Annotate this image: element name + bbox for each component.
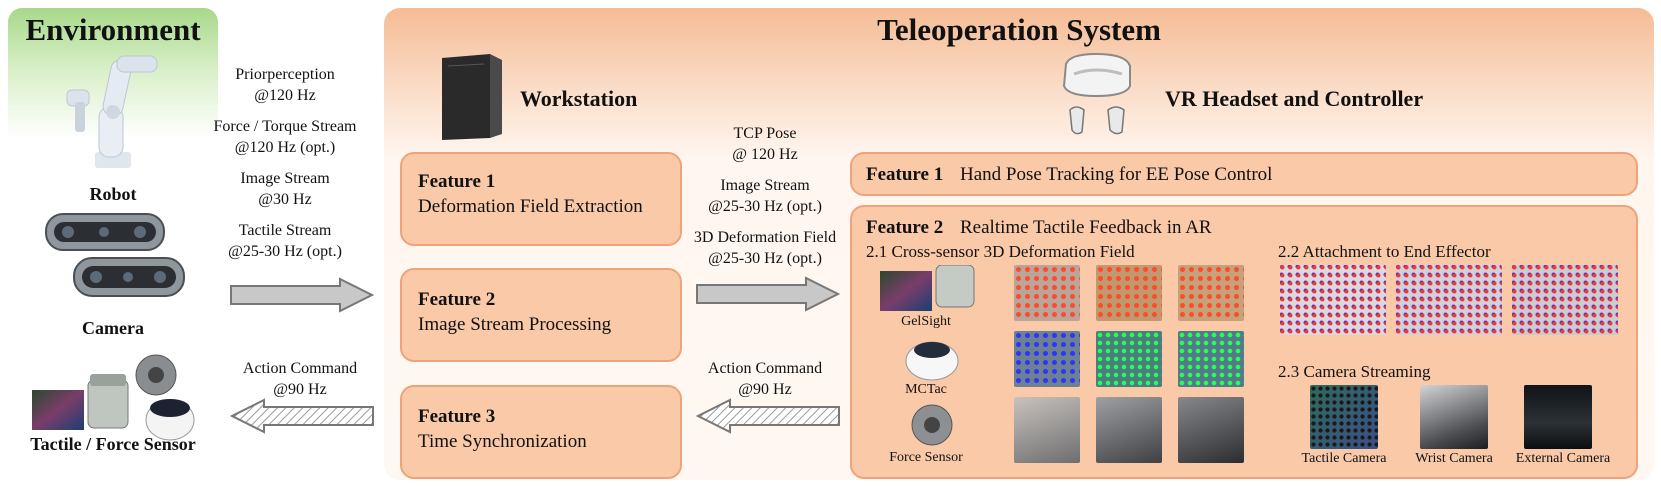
ws-feature-1: Feature 1 Deformation Field Extraction (400, 152, 682, 246)
stream-label: Image Stream (240, 170, 330, 187)
force-sensor-image (911, 404, 953, 446)
sub-attachment: 2.2 Attachment to End Effector (1278, 242, 1491, 261)
environment-title: Environment (25, 12, 201, 47)
attachment-image (1280, 265, 1386, 335)
action-label: @90 Hz (738, 381, 792, 398)
camera-name-tactile: Tactile Camera (1301, 451, 1387, 466)
ws-feature-2-title: Feature 2 (418, 289, 496, 310)
ws-feature-2-desc: Image Stream Processing (418, 314, 612, 335)
deformation-image (1014, 331, 1080, 387)
stream-label: @30 Hz (258, 191, 312, 208)
stream-label: Force / Torque Stream (213, 118, 357, 135)
deformation-image (1178, 331, 1244, 387)
stream-label: @25-30 Hz (opt.) (708, 250, 822, 267)
deformation-image (1096, 397, 1162, 463)
stream-labels-mid: TCP Pose @ 120 Hz Image Stream @25-30 Hz… (680, 123, 850, 269)
ws-feature-3-title: Feature 3 (418, 406, 496, 427)
sub-camera-streaming: 2.3 Camera Streaming (1278, 362, 1431, 381)
stream-label: 3D Deformation Field (693, 229, 837, 246)
stream-label: @120 Hz (254, 87, 316, 104)
stream-label: TCP Pose (733, 125, 797, 142)
sensor-label: Tactile / Force Sensor (30, 434, 196, 454)
robot-arm-image (66, 55, 158, 168)
ws-feature-3: Feature 3 Time Synchronization (400, 385, 682, 479)
vr-feature-1-desc: Hand Pose Tracking for EE Pose Control (960, 164, 1273, 185)
ws-feature-3-desc: Time Synchronization (418, 431, 587, 452)
tactile-camera-image (1310, 385, 1378, 449)
action-label-right: Action Command @90 Hz (680, 358, 850, 400)
external-camera-image (1524, 385, 1592, 449)
stream-label: @ 120 Hz (732, 146, 798, 163)
arrow-workstation-to-vr (696, 276, 841, 312)
workstation-label: Workstation (520, 86, 638, 111)
deformation-image (1096, 331, 1162, 387)
deformation-image (1178, 397, 1244, 463)
stream-label: Tactile Stream (238, 222, 332, 239)
sub-cross-sensor: 2.1 Cross-sensor 3D Deformation Field (866, 242, 1135, 261)
sensor-name-gelsight: GelSight (901, 314, 951, 329)
stream-label: Priorperception (235, 66, 335, 83)
gelsight-image (880, 265, 975, 311)
arrow-vr-to-workstation (695, 398, 840, 434)
workstation-icon (442, 54, 502, 140)
robot-label: Robot (89, 184, 137, 204)
deformation-image (1178, 265, 1244, 321)
action-label-left: Action Command @90 Hz (215, 358, 385, 400)
camera-name-wrist: Wrist Camera (1415, 451, 1493, 466)
arrow-env-to-workstation (230, 277, 375, 313)
stream-label: @120 Hz (opt.) (234, 139, 336, 156)
tactile-sensor-image (32, 354, 195, 441)
vr-feature-1: Feature 1 Hand Pose Tracking for EE Pose… (850, 152, 1638, 196)
ws-feature-2: Feature 2 Image Stream Processing (400, 268, 682, 362)
attachment-image (1396, 265, 1502, 335)
stream-label: Image Stream (720, 177, 810, 194)
action-label: Action Command (242, 360, 358, 377)
vr-feature-2-title: Feature 2 (866, 217, 944, 238)
stream-labels-in: Priorperception @120 Hz Force / Torque S… (200, 64, 370, 262)
mctac-image (905, 341, 959, 381)
stream-label: @25-30 Hz (opt.) (228, 243, 342, 260)
vr-headset-icon (1062, 52, 1131, 135)
sensor-name-mctac: MCTac (905, 382, 947, 397)
vr-label: VR Headset and Controller (1165, 86, 1424, 111)
ws-feature-1-title: Feature 1 (418, 171, 496, 192)
vr-feature-2-desc: Realtime Tactile Feedback in AR (960, 217, 1212, 238)
action-label: Action Command (707, 360, 823, 377)
camera-name-external: External Camera (1515, 451, 1611, 466)
camera-image (45, 213, 185, 297)
vr-feature-1-title: Feature 1 (866, 164, 944, 185)
action-label: @90 Hz (273, 381, 327, 398)
ws-feature-1-desc: Deformation Field Extraction (418, 196, 643, 217)
deformation-image (1096, 265, 1162, 321)
camera-label: Camera (82, 318, 144, 338)
deformation-image (1014, 265, 1080, 321)
stream-label: @25-30 Hz (opt.) (708, 198, 822, 215)
attachment-image (1512, 265, 1618, 335)
vr-feature-2: Feature 2 Realtime Tactile Feedback in A… (850, 205, 1638, 479)
sensor-name-force: Force Sensor (889, 450, 963, 465)
wrist-camera-image (1420, 385, 1488, 449)
deformation-image (1014, 397, 1080, 463)
teleoperation-title: Teleoperation System (877, 12, 1161, 47)
arrow-workstation-to-env (229, 398, 374, 434)
